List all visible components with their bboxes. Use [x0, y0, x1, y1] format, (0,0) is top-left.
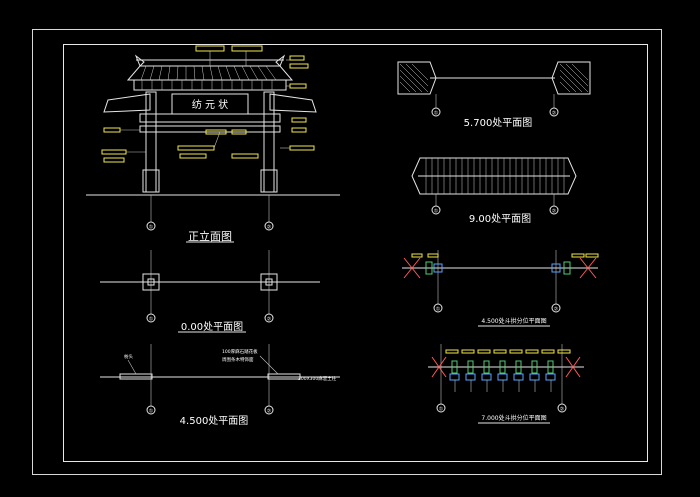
annotation-stone-1: 100厚麻石踏花板 — [222, 348, 258, 355]
annotation-column: 300X300麻混土柱 — [298, 375, 337, 382]
front-elevation: 纺 元 状 — [86, 45, 340, 243]
caption-plan-5700: 5.700处平面图 — [464, 117, 533, 129]
axis-label: ① — [439, 407, 444, 413]
bracket-plan-7000: ① ② 7.000处斗拱分位平面图 — [428, 344, 584, 424]
axis-label: ① — [149, 409, 154, 415]
axis-label: ① — [149, 225, 154, 231]
caption-plan-000: 0.00处平面图 — [181, 321, 243, 333]
axis-label: ② — [554, 307, 559, 313]
axis-label: ① — [434, 111, 439, 117]
axis-label: ② — [267, 317, 272, 323]
plan-000: ① ② 0.00处平面图 — [100, 250, 320, 333]
drawing-border-inner — [63, 44, 648, 462]
axis-label: ① — [149, 317, 154, 323]
plan-5700: ① ② 5.700处平面图 — [397, 61, 591, 129]
axis-label: ① — [436, 307, 441, 313]
annotation-beam-end: 枋头 — [124, 353, 133, 360]
caption-plan-4500: 4.500处平面图 — [180, 415, 249, 427]
axis-label: ② — [560, 407, 565, 413]
axis-label: ① — [434, 209, 439, 215]
axis-label: ② — [267, 225, 272, 231]
caption-bracket-4500: 4.500处斗拱分位平面图 — [481, 317, 546, 325]
plaque-text: 纺 元 状 — [192, 98, 228, 111]
axis-label: ② — [552, 111, 557, 117]
caption-plan-9000: 9.00处平面图 — [469, 213, 531, 225]
caption-bracket-7000: 7.000处斗拱分位平面图 — [481, 414, 546, 422]
bracket-plan-4500: ① ② 4.500处斗拱分位平面图 — [402, 250, 599, 327]
drawing-border-outer — [32, 29, 662, 475]
plan-9000: ① ② 9.00处平面图 — [411, 157, 577, 225]
plan-4500: 枋头 100厚麻石踏花板 周围条木特饰面 300X300麻混土柱 ① ② 4.5… — [100, 344, 340, 427]
axis-label: ② — [552, 209, 557, 215]
caption-front-elevation: 正立面图 — [188, 229, 232, 243]
axis-label: ② — [267, 409, 272, 415]
annotation-stone-2: 周围条木特饰面 — [222, 356, 254, 363]
